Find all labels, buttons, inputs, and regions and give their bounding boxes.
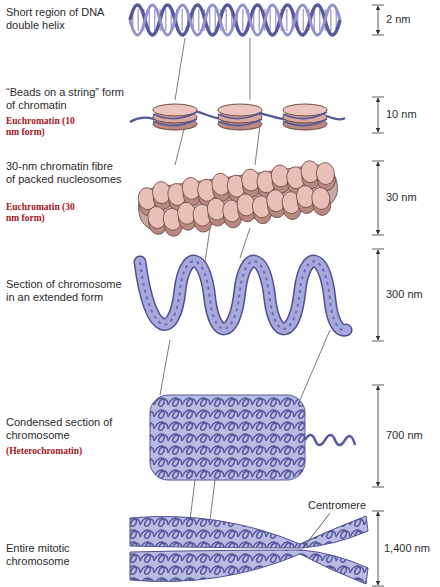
level-name: 30-nm chromatin fibre of packed nucleoso… — [6, 160, 124, 186]
wrapped-dna — [283, 112, 327, 126]
zoom-line — [160, 330, 330, 400]
dna-strand — [130, 5, 340, 35]
chromatin-state: Euchromatin (10 nm form) — [6, 116, 78, 138]
part-name: Centromere — [308, 499, 366, 512]
zoom-line — [175, 125, 260, 165]
leader-line — [303, 513, 330, 548]
dimension-label: 700 nm — [386, 429, 423, 442]
dimension-ticks — [372, 5, 384, 586]
dimension-bar — [378, 162, 379, 234]
level-name: Condensed section of chromosome — [6, 416, 124, 442]
chromatin-state: Euchromatin (30 nm form) — [6, 202, 78, 224]
dimension-label: 10 nm — [386, 108, 417, 121]
dimension-bars — [372, 5, 384, 586]
dimension-bar — [378, 6, 379, 34]
nucleosome — [310, 186, 332, 216]
zoom-line — [175, 38, 250, 100]
level-name: Section of chromosome in an extended for… — [6, 278, 124, 304]
level-name: Entire mitotic chromosome — [6, 542, 124, 568]
nucleosome — [315, 161, 337, 191]
coil-tail — [305, 435, 355, 445]
dimension-bar — [378, 250, 379, 340]
fibre-stripe — [140, 261, 346, 330]
extended-fibre — [140, 261, 346, 330]
level-name: “Beads on a string” form of chromatin — [6, 86, 124, 112]
level-name: Short region of DNA double helix — [6, 6, 124, 32]
chromatin-state: (Heterochromatin) — [6, 446, 124, 457]
dimension-label: 30 nm — [386, 191, 417, 204]
nucleosome — [153, 104, 197, 130]
dna-strand — [130, 5, 340, 35]
dimension-label: 300 nm — [386, 288, 423, 301]
dimension-bar — [378, 98, 379, 132]
zoom-line — [205, 228, 250, 262]
wrapped-dna — [153, 112, 197, 126]
nucleosome — [218, 104, 262, 130]
zoom-line — [190, 480, 215, 520]
condensed-coils — [150, 395, 305, 480]
fibre-outline — [140, 261, 346, 330]
nucleosome — [283, 104, 327, 130]
dimension-bar — [378, 386, 379, 486]
wrapped-dna — [218, 112, 262, 126]
chromatid — [130, 516, 368, 548]
dimension-label: 1,400 nm — [384, 542, 430, 555]
chromatin-fibre — [135, 157, 341, 240]
dimension-bar — [378, 512, 379, 585]
chromatid — [130, 550, 368, 584]
dimension-label: 2 nm — [386, 13, 410, 26]
